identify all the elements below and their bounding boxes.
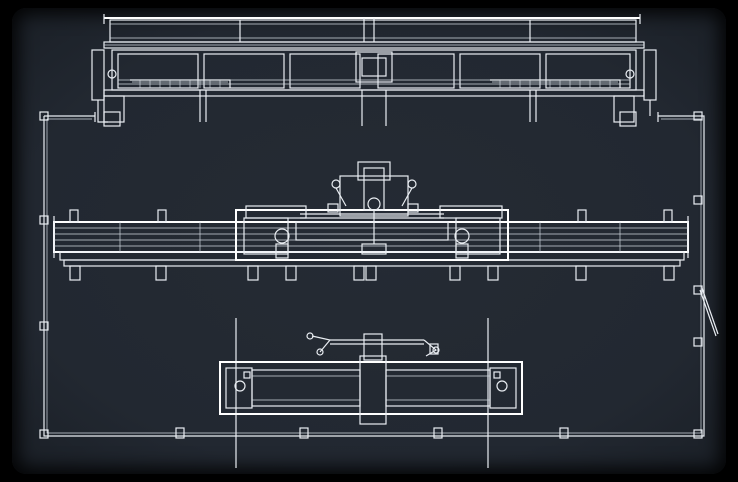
drawing-canvas[interactable] xyxy=(12,8,726,474)
top-frame-assembly xyxy=(91,14,657,127)
outer-boundary xyxy=(39,111,719,439)
lower-carriage-detail xyxy=(219,318,523,468)
main-rail-assembly xyxy=(53,161,689,281)
